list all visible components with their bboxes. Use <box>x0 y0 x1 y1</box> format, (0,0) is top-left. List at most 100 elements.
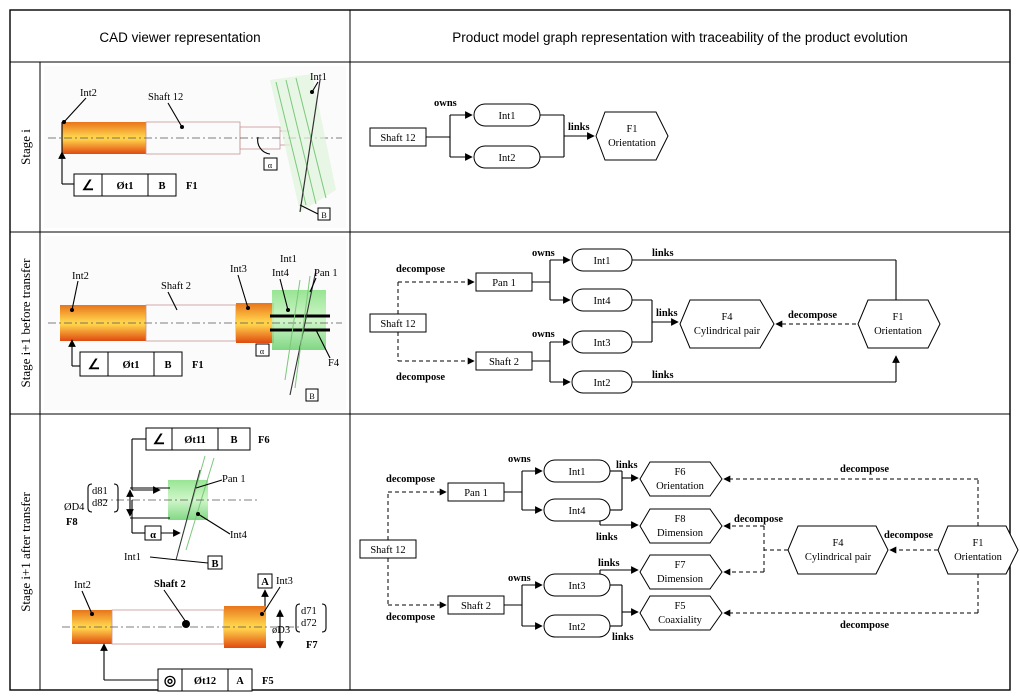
fcf-orientation-f6: ∠ Øt11 B <box>145 427 251 451</box>
angularity-icon: ∠ <box>82 179 95 194</box>
stage-label-1: Stage i <box>18 129 33 165</box>
table-grid <box>9 9 1011 691</box>
graph-stage-i1-before: Shaft 12 decompose decompose Pan 1 Shaft… <box>369 248 941 394</box>
label-int2: Int2 <box>80 88 97 99</box>
edge-owns-bot: owns <box>532 329 555 340</box>
alpha-symbol: α <box>268 161 273 170</box>
node-f4 <box>679 299 775 349</box>
header-graph: Product model graph representation with … <box>452 30 908 45</box>
fcf-orientation: ∠ Øt1 B <box>73 173 177 197</box>
edge-links-mid: links <box>656 308 678 319</box>
node-f1 <box>857 299 941 349</box>
svg-text:Dimension: Dimension <box>657 574 704 585</box>
svg-text:Int4: Int4 <box>594 296 612 307</box>
stage-label-2: Stage i+1 before transfer <box>18 258 33 388</box>
alpha-symbol: α <box>260 347 265 356</box>
svg-text:Pan 1: Pan 1 <box>492 278 516 289</box>
stage-label-3: Stage i+1 after transfer <box>18 492 33 612</box>
svg-text:Int1: Int1 <box>499 111 516 122</box>
svg-text:F5: F5 <box>674 601 685 612</box>
fcf-datum: B <box>230 435 237 446</box>
label-int2: Int2 <box>74 580 91 591</box>
svg-text:Shaft 12: Shaft 12 <box>380 133 415 144</box>
node-f1 <box>595 111 669 161</box>
feature-f5: F5 <box>262 676 274 687</box>
datum-b: B <box>309 392 314 401</box>
edge-decompose-f4: decompose <box>884 530 933 541</box>
svg-text:Orientation: Orientation <box>954 552 1003 563</box>
dim-d4: ØD4 <box>64 502 85 513</box>
feature-f6: F6 <box>258 435 270 446</box>
feature-f8: F8 <box>66 517 78 528</box>
fcf-tolerance: Øt12 <box>194 676 216 687</box>
svg-text:Cylindrical pair: Cylindrical pair <box>694 326 761 337</box>
dim-d71: d71 <box>301 606 317 617</box>
fcf-tolerance: Øt11 <box>184 435 206 446</box>
dim-d72: d72 <box>301 618 317 629</box>
fcf-datum: B <box>164 360 171 371</box>
header-cad: CAD viewer representation <box>99 30 260 45</box>
angularity-icon: ∠ <box>153 433 166 448</box>
node-f5 <box>639 595 723 631</box>
cad-view-stage-i1-before: Int2 Shaft 2 Int3 Int1 Int4 Pan 1 F4 α B… <box>44 236 346 410</box>
svg-text:Shaft 12: Shaft 12 <box>380 319 415 330</box>
label-int4: Int4 <box>230 530 248 541</box>
svg-text:Pan 1: Pan 1 <box>464 488 488 499</box>
svg-text:Int2: Int2 <box>499 153 516 164</box>
svg-text:Shaft 2: Shaft 2 <box>461 601 491 612</box>
svg-text:Dimension: Dimension <box>657 528 704 539</box>
node-f4 <box>787 525 889 575</box>
graph-stage-i1-after: Shaft 12 decompose decompose Pan 1 Shaft… <box>359 454 1019 643</box>
label-int1: Int1 <box>310 72 327 83</box>
coaxiality-icon: ◎ <box>164 674 176 689</box>
svg-text:F4: F4 <box>721 312 733 323</box>
edge-owns: owns <box>434 98 457 109</box>
svg-text:F1: F1 <box>892 312 903 323</box>
alpha-symbol: α <box>150 530 156 541</box>
edge-decompose-f5: decompose <box>840 620 889 631</box>
feature-f1: F1 <box>186 181 198 192</box>
edge-decompose-bot: decompose <box>386 612 435 623</box>
label-f4: F4 <box>328 358 340 369</box>
svg-text:Int4: Int4 <box>569 506 587 517</box>
cad-view-stage-i: Int2 Shaft 12 Int1 α B ∠ Øt1 B F1 <box>44 66 346 228</box>
edge-decompose-bot: decompose <box>396 372 445 383</box>
edge-links-f6: links <box>616 460 638 471</box>
edge-links-top: links <box>652 248 674 259</box>
svg-text:Int1: Int1 <box>569 467 586 478</box>
datum-a: A <box>261 577 269 588</box>
edge-links: links <box>568 122 590 133</box>
edge-links-bot: links <box>652 370 674 381</box>
node-f8 <box>639 508 723 544</box>
dim-d82: d82 <box>92 498 108 509</box>
label-pan: Pan 1 <box>222 474 246 485</box>
label-int4: Int4 <box>272 268 290 279</box>
label-int1: Int1 <box>280 254 297 265</box>
label-int3: Int3 <box>276 576 293 587</box>
edge-owns-top: owns <box>508 454 531 465</box>
feature-f7: F7 <box>306 640 318 651</box>
datum-b: B <box>211 559 218 570</box>
svg-text:Cylindrical pair: Cylindrical pair <box>805 552 872 563</box>
svg-text:Orientation: Orientation <box>608 138 657 149</box>
svg-text:Int2: Int2 <box>569 622 586 633</box>
edge-links-f5: links <box>612 632 634 643</box>
svg-text:F7: F7 <box>674 560 685 571</box>
svg-text:Int3: Int3 <box>569 581 586 592</box>
edge-owns-top: owns <box>532 248 555 259</box>
graph-stage-i: Shaft 12 owns Int1 Int2 links F1 Orienta… <box>369 98 669 169</box>
svg-text:Shaft 12: Shaft 12 <box>370 545 405 556</box>
label-shaft: Shaft 2 <box>154 579 186 590</box>
label-pan: Pan 1 <box>314 268 338 279</box>
svg-text:F6: F6 <box>674 467 685 478</box>
edge-owns-bot: owns <box>508 573 531 584</box>
svg-text:Orientation: Orientation <box>656 481 705 492</box>
dim-d81: d81 <box>92 486 108 497</box>
datum-b: B <box>321 211 326 220</box>
node-f1 <box>937 525 1019 575</box>
svg-text:F8: F8 <box>674 514 685 525</box>
node-f6 <box>639 461 723 497</box>
edge-decompose-top: decompose <box>386 474 435 485</box>
cad-view-stage-i1-after: ∠ Øt11 B F6 Pan 1 Int4 Int1 B α ØD4 <box>62 427 327 692</box>
label-int3: Int3 <box>230 264 247 275</box>
